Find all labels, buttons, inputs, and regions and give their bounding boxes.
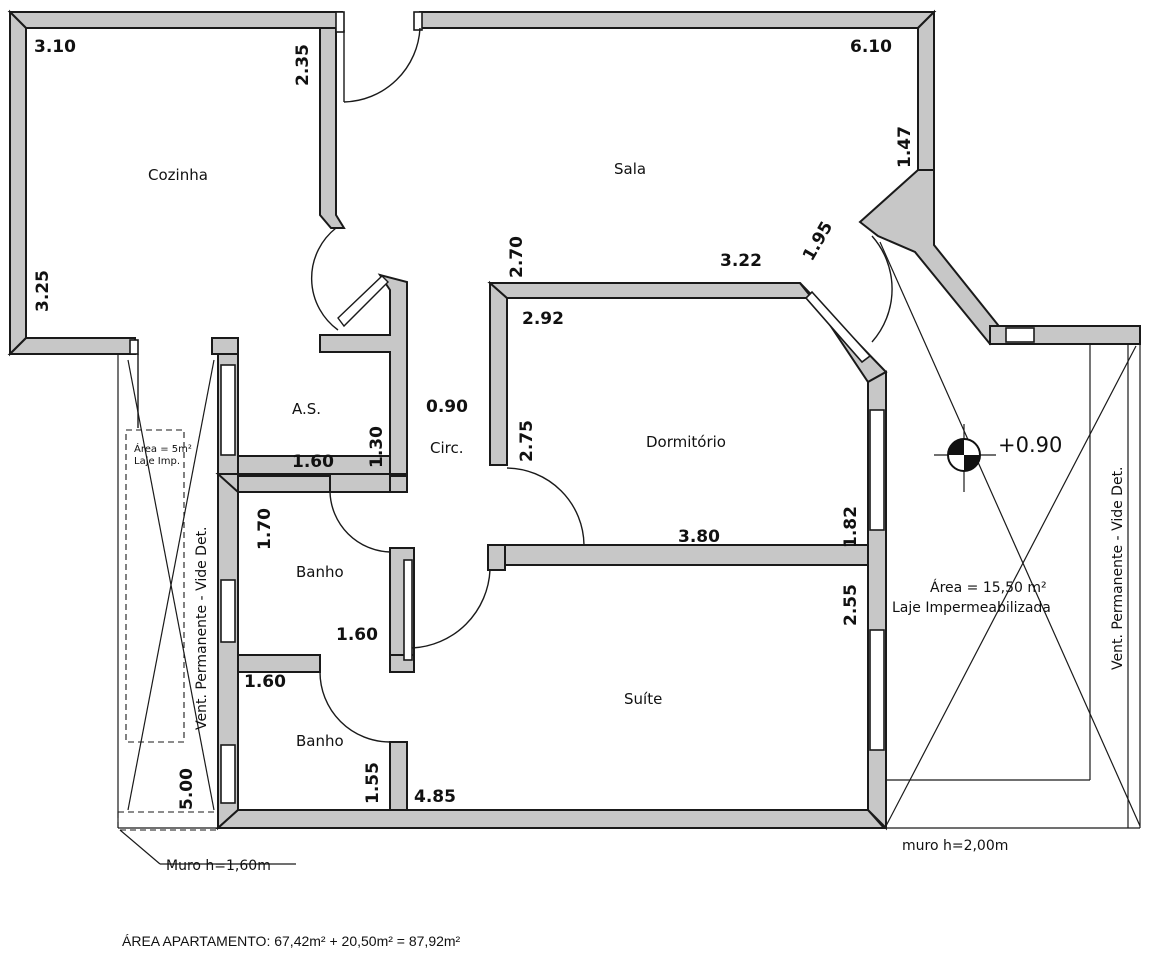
window-banho1: [220, 579, 236, 643]
room-labels: Cozinha Sala A.S. Circ. Dormitório Banho…: [148, 160, 726, 750]
dim-vent-left-depth: 5.00: [177, 768, 197, 810]
dim-dorm-right: 1.82: [841, 506, 861, 548]
door-kitchen-leaf: [337, 275, 389, 328]
wall-kitchen-bottom-stub: [211, 337, 239, 355]
dim-circ-width: 0.90: [426, 397, 468, 417]
dim-cozinha-width: 3.10: [34, 37, 76, 57]
wall-kitchen-bottom: [7, 337, 136, 355]
doors: [137, 27, 893, 743]
dim-sala-width: 6.10: [850, 37, 892, 57]
dim-dorm-top-left: 2.70: [507, 236, 527, 278]
muro-left-leader: [119, 829, 161, 865]
room-cozinha: Cozinha: [148, 166, 208, 184]
dim-as-depth: 1.30: [367, 426, 387, 468]
door-kitchen-arc: [310, 227, 339, 331]
dim-banho2-width: 1.60: [244, 672, 286, 692]
door-banho2-arc: [319, 671, 391, 743]
terrace-area-label: Área = 15,50 m²: [930, 579, 1047, 596]
dim-banho1-depth: 1.70: [255, 508, 275, 550]
wall-bottom: [215, 809, 887, 829]
muro-left-label: Muro h=1,60m: [166, 858, 271, 874]
wall-dorm-suite-left: [487, 544, 506, 571]
dim-dorm-left: 2.75: [517, 420, 537, 462]
wall-banho2-top: [237, 654, 321, 673]
room-sala: Sala: [614, 160, 646, 178]
door-banho1-arc: [329, 491, 391, 553]
room-banho-2: Banho: [296, 732, 344, 750]
walls: [7, 9, 1141, 831]
wall-banho2-right: [389, 741, 408, 813]
annotations: +0.90 Área = 15,50 m² Laje Impermeabiliz…: [134, 433, 1126, 874]
room-dormitorio: Dormitório: [646, 433, 726, 451]
muro-right-label: muro h=2,00m: [902, 838, 1008, 854]
level-label: +0.90: [998, 433, 1062, 457]
vent-right-label: Vent. Permanente - Vide Det.: [1110, 466, 1126, 670]
dim-dorm-width-top: 2.92: [522, 309, 564, 329]
room-banho-1: Banho: [296, 563, 344, 581]
wall-as-right: [319, 273, 408, 491]
door-terrace-arc: [871, 235, 893, 343]
terrace-cross-2: [885, 345, 1137, 827]
window-banho1-right: [403, 559, 413, 661]
window-kitchen-hall: [129, 339, 139, 355]
small-laje-label: Laje Imp.: [134, 456, 180, 467]
window-suite-right: [869, 629, 885, 751]
dim-sala-mid: 3.22: [720, 251, 762, 271]
window-sala-top-left: [413, 11, 423, 31]
room-suite: Suíte: [624, 690, 662, 708]
window-banho2: [220, 744, 236, 804]
wall-kitchen-left: [9, 9, 27, 357]
dim-suite-width: 4.85: [414, 787, 456, 807]
room-as: A.S.: [292, 400, 321, 418]
wall-sala-right: [917, 9, 935, 176]
small-area-label: Área = 5m²: [134, 442, 192, 455]
vent-left-label: Vent. Permanente - Vide Det.: [194, 526, 210, 730]
wall-banho1-top-seg2: [389, 475, 408, 493]
wall-sala-diagonal-block: [858, 169, 1004, 346]
window-dorm-diagonal: [804, 290, 872, 364]
dim-dorm-bottom: 3.80: [678, 527, 720, 547]
room-circ: Circ.: [430, 439, 464, 457]
window-left-wall: [220, 364, 236, 456]
wall-kitchen-top: [7, 11, 343, 29]
area-apartamento-text: ÁREA APARTAMENTO: 67,42m² + 20,50m² = 87…: [122, 933, 461, 949]
door-dorm-arc: [506, 467, 585, 546]
dim-sala-right: 1.47: [895, 126, 915, 168]
dim-sala-diag: 1.95: [799, 218, 837, 264]
windows: [129, 11, 1035, 804]
wall-dorm-left: [489, 280, 508, 466]
terrace-cross-1: [879, 241, 1141, 827]
wall-dorm-suite-main: [504, 544, 869, 566]
wall-kitchen-right: [319, 27, 346, 229]
window-kitchen-door-top: [335, 11, 345, 33]
dim-cozinha-depth: 3.25: [33, 270, 53, 312]
dim-cozinha-door-wall: 2.35: [293, 44, 313, 86]
wall-dorm-top: [487, 282, 815, 299]
dim-as-width: 1.60: [292, 452, 334, 472]
dim-suite-right: 2.55: [841, 584, 861, 626]
door-suite-arc: [411, 569, 491, 649]
level-symbol: [934, 424, 996, 492]
wall-banho1-top-seg: [237, 475, 331, 493]
dim-banho2-depth: 1.55: [363, 762, 383, 804]
dimension-labels: 3.10 2.35 3.25 6.10 1.47 1.95 3.22 2.70 …: [33, 37, 915, 810]
window-dorm-right: [869, 409, 885, 531]
window-terrace-top: [1005, 327, 1035, 343]
terrace-lines: [117, 241, 1141, 865]
door-entrance-arc: [343, 27, 421, 103]
dim-banho1-width: 1.60: [336, 625, 378, 645]
terrace-note-label: Laje Impermeabilizada: [892, 600, 1051, 616]
wall-sala-top: [419, 11, 937, 29]
